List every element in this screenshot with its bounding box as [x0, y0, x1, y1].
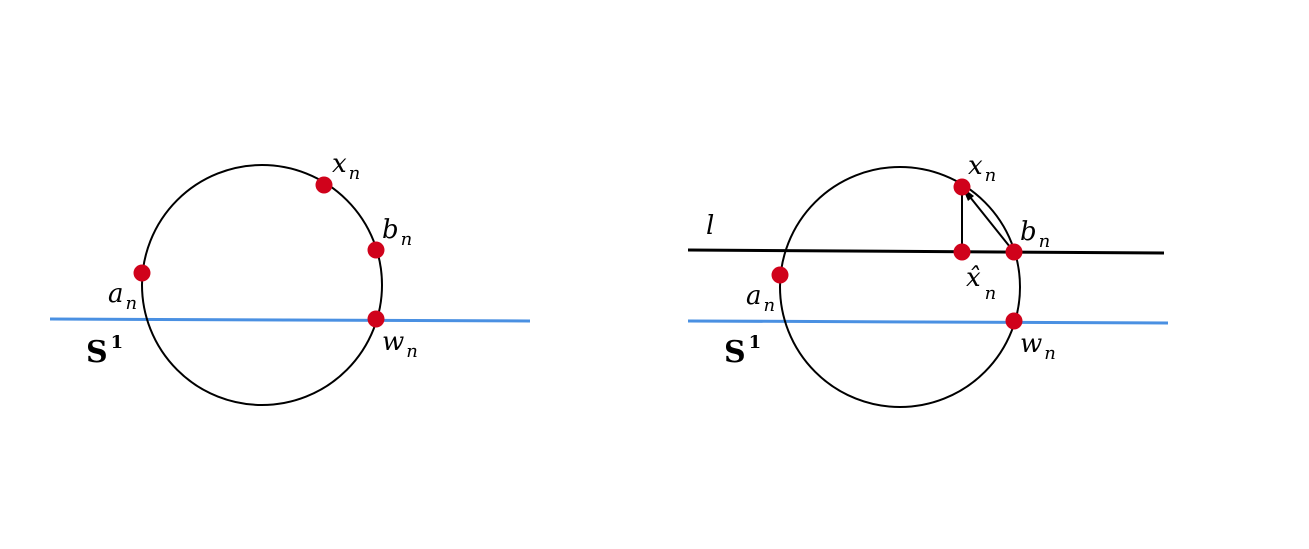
right-point-x — [953, 178, 971, 196]
right-point-a — [771, 266, 789, 284]
right-label-l: l — [706, 211, 714, 241]
right-point-xhat — [953, 243, 971, 261]
right-circle — [779, 166, 1021, 408]
right-baseline-s1 — [687, 319, 1169, 325]
left-circle — [141, 164, 383, 406]
left-point-x — [315, 176, 333, 194]
left-baseline-s1 — [49, 317, 531, 323]
right-line-l — [687, 248, 1165, 255]
right-point-w — [1005, 312, 1023, 330]
left-point-w — [367, 310, 385, 328]
right-point-b — [1005, 243, 1023, 261]
right-label-xhat: x̂n — [966, 263, 996, 304]
left-point-b — [367, 241, 385, 259]
left-point-a — [133, 264, 151, 282]
